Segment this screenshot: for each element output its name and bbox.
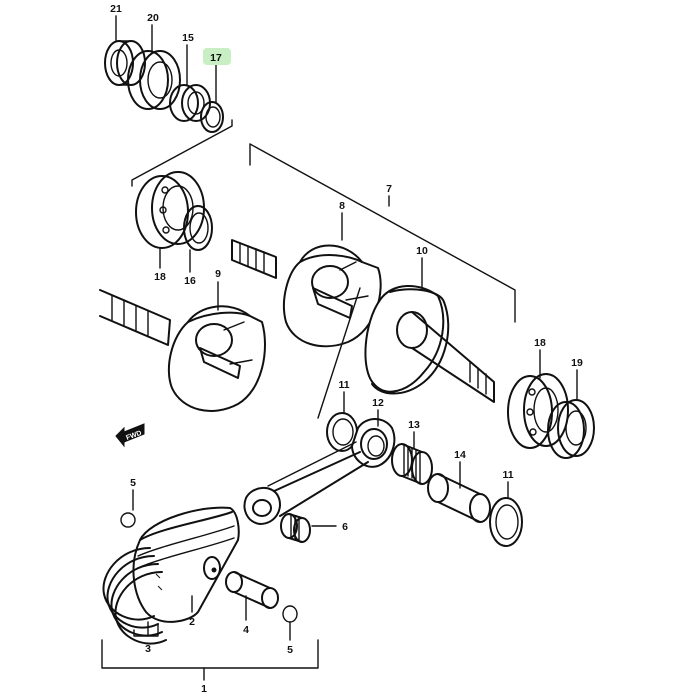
oil-seal-20 <box>127 50 181 110</box>
highlight-17 <box>203 48 231 65</box>
callout-4: 4 <box>243 624 249 636</box>
circlip-5-lower <box>282 605 298 623</box>
crank-half-10 <box>364 284 495 403</box>
circlip-5-upper <box>120 512 136 528</box>
callout-1: 1 <box>201 683 207 695</box>
bracket-1 <box>101 639 319 669</box>
needle-bearing-13 <box>391 443 433 485</box>
shim-17 <box>200 101 224 133</box>
callout-14: 14 <box>454 449 466 461</box>
leader-12 <box>317 287 361 419</box>
piston-pin-4 <box>225 571 279 609</box>
callout-8: 8 <box>339 200 345 212</box>
bearing-21 <box>104 40 146 86</box>
callout-7: 7 <box>386 183 392 195</box>
crank-pin-14 <box>427 473 491 523</box>
piston-rings-3 <box>102 547 167 645</box>
callout-10: 10 <box>416 245 428 257</box>
bracket-7 <box>249 143 516 323</box>
callout-16: 16 <box>184 275 196 287</box>
callout-9: 9 <box>215 268 221 280</box>
callout-19: 19 <box>571 357 583 369</box>
callout-15: 15 <box>182 32 194 44</box>
oil-seal-19 <box>547 399 595 459</box>
callout-13: 13 <box>408 419 420 431</box>
callout-17: 17 <box>210 52 222 64</box>
bearing-18-left <box>135 171 205 249</box>
callout-11-upper: 11 <box>338 379 349 391</box>
leader-3 <box>133 623 159 637</box>
callout-3: 3 <box>145 643 151 655</box>
connecting-rod-12 <box>243 418 396 525</box>
callout-21: 21 <box>110 3 122 15</box>
callout-20: 20 <box>147 12 159 24</box>
callout-18-left: 18 <box>154 271 166 283</box>
callout-18-right: 18 <box>534 337 546 349</box>
washer-11-lower <box>489 497 523 547</box>
shim-16 <box>183 205 213 251</box>
callout-11-lower: 11 <box>502 469 513 481</box>
piston-2 <box>132 506 240 623</box>
callout-5-lower: 5 <box>287 644 293 656</box>
spacer-15 <box>169 84 211 122</box>
fwd-arrow-icon: FWD <box>115 423 145 448</box>
callout-2: 2 <box>189 616 195 628</box>
needle-bearing-6 <box>280 513 311 543</box>
crank-half-9 <box>99 289 266 412</box>
callout-6: 6 <box>342 521 348 533</box>
callout-12: 12 <box>372 397 384 409</box>
callout-5-upper: 5 <box>130 477 136 489</box>
leader-top-group <box>131 119 233 187</box>
